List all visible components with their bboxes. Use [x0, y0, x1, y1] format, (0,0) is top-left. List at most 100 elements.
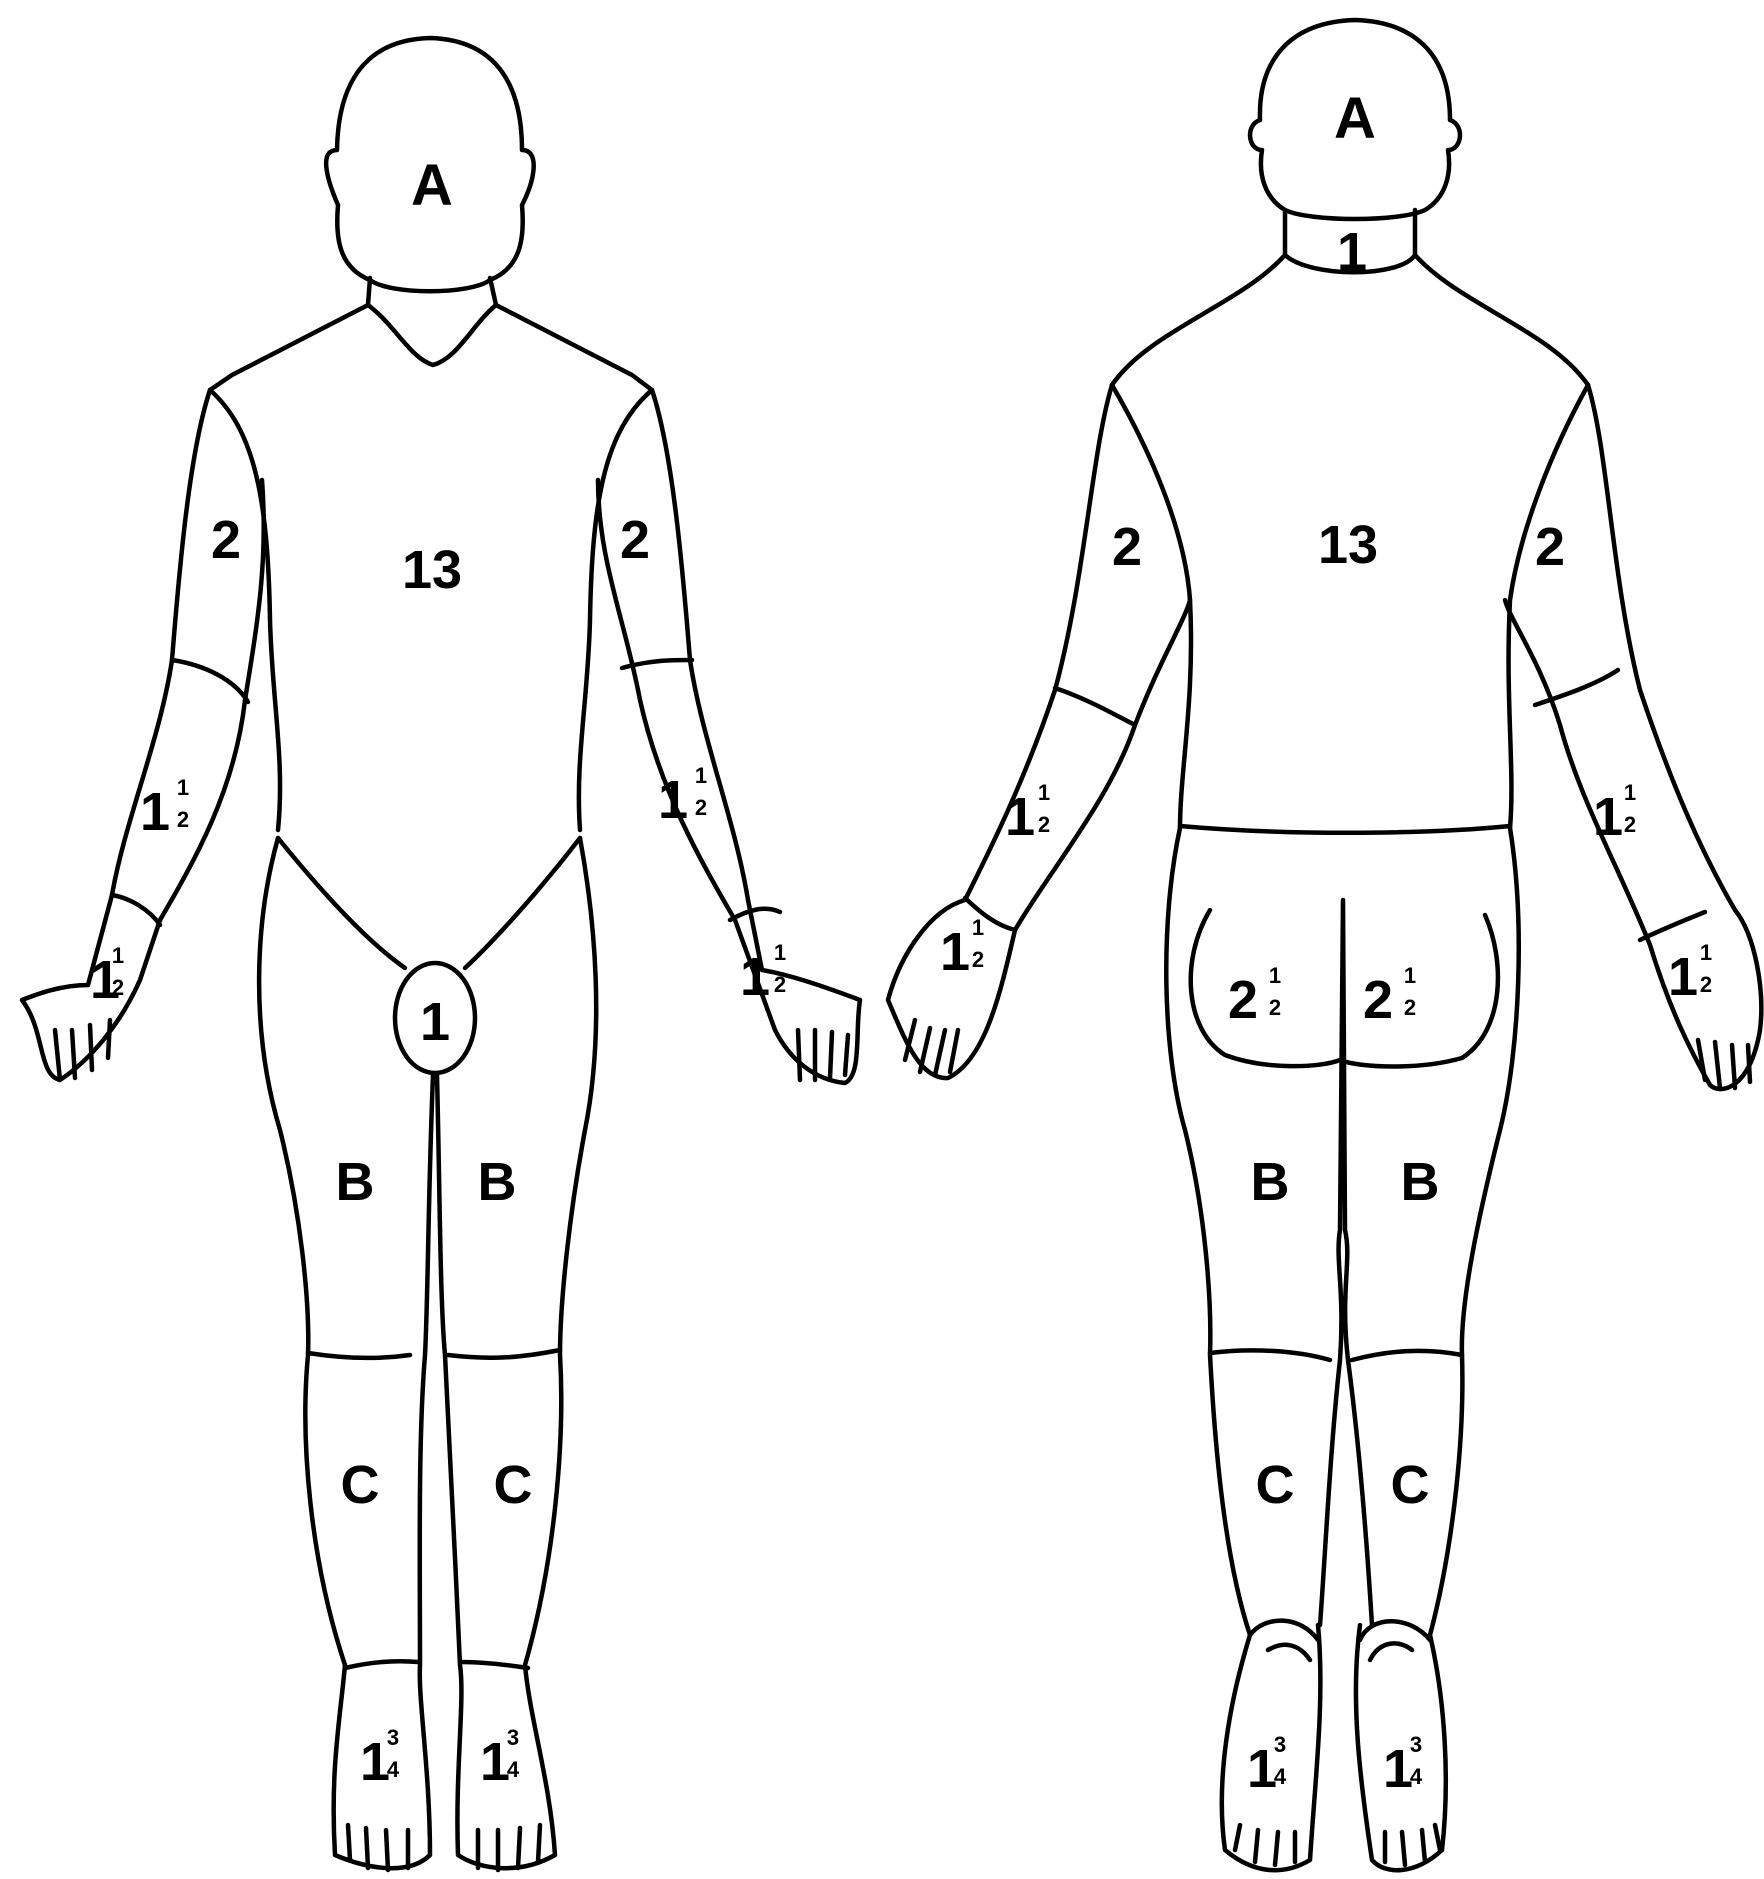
svg-text:1: 1 — [1383, 1739, 1413, 1799]
svg-text:1: 1 — [1668, 947, 1698, 1007]
back-heels — [1250, 1621, 1430, 1660]
front-groin-line — [278, 838, 580, 968]
front-neckline — [368, 305, 496, 365]
front-neck-outline — [210, 278, 652, 390]
front-torso-left — [210, 390, 280, 830]
svg-text:2: 2 — [1363, 970, 1393, 1030]
back-right-forearm-label: 1 1 2 — [1593, 780, 1636, 847]
svg-text:2: 2 — [1228, 970, 1258, 1030]
svg-text:1: 1 — [1404, 963, 1416, 988]
svg-text:1: 1 — [1624, 780, 1636, 805]
front-right-thigh-label: B — [336, 1152, 375, 1212]
back-left-arm-outline — [888, 385, 1190, 1078]
back-right-fingers — [1698, 1040, 1750, 1088]
svg-text:1: 1 — [1593, 787, 1623, 847]
front-right-upper-arm-label: 2 — [211, 510, 241, 570]
front-left-thigh-label: B — [478, 1152, 517, 1212]
front-toes — [348, 1825, 540, 1870]
back-left-fingers — [905, 1020, 958, 1075]
svg-text:2: 2 — [1038, 812, 1050, 837]
svg-text:1: 1 — [1005, 787, 1035, 847]
front-left-leg-label: C — [494, 1455, 533, 1515]
back-right-foot-label: 1 3 4 — [1383, 1732, 1423, 1799]
svg-text:2: 2 — [1269, 995, 1281, 1020]
back-knee-lines — [1210, 1350, 1462, 1360]
back-waist-line — [1180, 826, 1510, 833]
front-left-upper-arm-label: 2 — [620, 510, 650, 570]
back-right-wrist-line — [1640, 912, 1705, 940]
svg-text:1: 1 — [177, 775, 189, 800]
svg-text:4: 4 — [507, 1757, 520, 1782]
back-left-upper-arm-label: 2 — [1112, 517, 1142, 577]
back-neck-label: 1 — [1337, 222, 1367, 282]
svg-text:2: 2 — [177, 807, 189, 832]
svg-text:2: 2 — [972, 947, 984, 972]
svg-text:4: 4 — [1274, 1764, 1287, 1789]
front-left-hand-label: 1 1 2 — [740, 940, 786, 1007]
front-right-hand-label: 1 1 2 — [90, 943, 124, 1010]
front-ankle-lines — [345, 1661, 528, 1668]
svg-text:2: 2 — [695, 795, 707, 820]
front-left-fingers — [798, 1030, 848, 1080]
svg-text:4: 4 — [1410, 1764, 1423, 1789]
svg-text:1: 1 — [140, 782, 170, 842]
back-torso-sides — [1112, 385, 1588, 828]
front-genitalia-label: 1 — [420, 992, 450, 1052]
svg-text:3: 3 — [387, 1725, 399, 1750]
back-right-upper-arm-label: 2 — [1535, 517, 1565, 577]
svg-text:2: 2 — [1700, 972, 1712, 997]
front-left-arm-outline — [598, 390, 860, 1083]
front-head-label: A — [411, 153, 453, 218]
back-head-label: A — [1334, 86, 1376, 151]
back-figure — [888, 20, 1761, 1870]
svg-text:1: 1 — [1038, 780, 1050, 805]
front-labels: A 13 2 2 1 1 2 1 1 2 1 1 2 1 1 2 1 B B C… — [90, 153, 786, 1792]
back-right-arm-outline — [1505, 385, 1761, 1089]
svg-text:1: 1 — [360, 1732, 390, 1792]
back-left-thigh-label: B — [1251, 1152, 1290, 1212]
front-torso-right — [579, 390, 652, 830]
svg-text:1: 1 — [1700, 940, 1712, 965]
front-right-leg-label: C — [341, 1455, 380, 1515]
back-left-leg-label: C — [1256, 1455, 1295, 1515]
svg-text:1: 1 — [940, 922, 970, 982]
front-right-foot-label: 1 3 4 — [360, 1725, 400, 1792]
back-left-hand-label: 1 1 2 — [940, 915, 984, 982]
svg-text:1: 1 — [1269, 963, 1281, 988]
svg-text:1: 1 — [112, 943, 124, 968]
svg-text:3: 3 — [1274, 1732, 1286, 1757]
svg-text:2: 2 — [1624, 812, 1636, 837]
svg-text:4: 4 — [387, 1757, 400, 1782]
back-left-buttock-label: 2 1 2 — [1228, 963, 1281, 1030]
svg-text:1: 1 — [740, 947, 770, 1007]
svg-text:2: 2 — [1404, 995, 1416, 1020]
back-right-leg-label: C — [1391, 1455, 1430, 1515]
back-toes — [1235, 1825, 1440, 1865]
back-right-buttock-label: 2 1 2 — [1363, 963, 1416, 1030]
back-right-thigh-label: B — [1401, 1152, 1440, 1212]
front-left-wrist-line — [730, 909, 780, 920]
svg-text:1: 1 — [695, 763, 707, 788]
front-left-foot-label: 1 3 4 — [480, 1725, 520, 1792]
svg-text:2: 2 — [112, 975, 124, 1000]
front-knee-lines — [308, 1350, 560, 1358]
back-left-elbow-line — [1055, 688, 1135, 725]
svg-text:2: 2 — [774, 972, 786, 997]
svg-text:1: 1 — [658, 770, 688, 830]
front-right-forearm-label: 1 1 2 — [140, 775, 189, 842]
front-right-arm-outline — [22, 390, 264, 1080]
back-left-foot-label: 1 3 4 — [1247, 1732, 1287, 1799]
svg-text:1: 1 — [972, 915, 984, 940]
svg-text:1: 1 — [1247, 1739, 1277, 1799]
back-trunk-label: 13 — [1318, 515, 1378, 575]
front-right-elbow-line — [172, 660, 248, 702]
svg-text:1: 1 — [774, 940, 786, 965]
front-trunk-label: 13 — [402, 540, 462, 600]
back-left-forearm-label: 1 1 2 — [1005, 780, 1050, 847]
svg-text:3: 3 — [507, 1725, 519, 1750]
front-left-forearm-label: 1 1 2 — [658, 763, 707, 830]
svg-text:3: 3 — [1410, 1732, 1422, 1757]
svg-text:1: 1 — [480, 1732, 510, 1792]
front-right-wrist-line — [112, 895, 160, 925]
